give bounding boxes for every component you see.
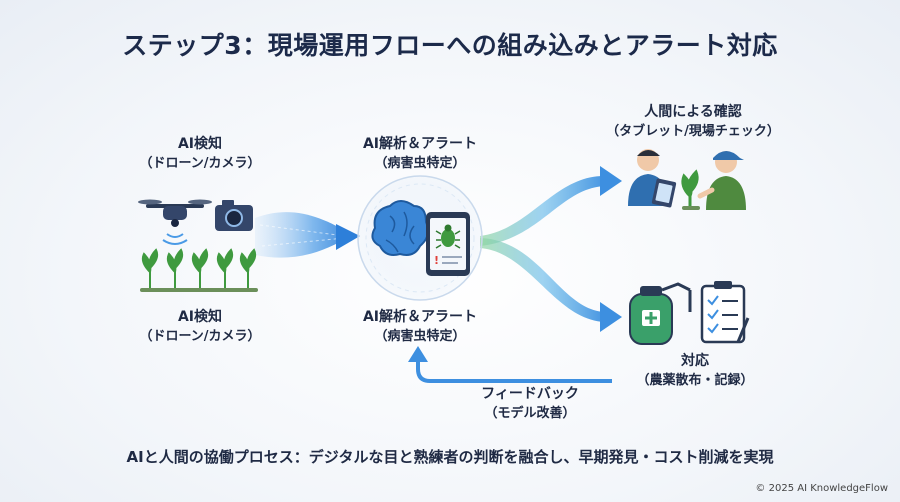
label-detection-top-sub: （ドローン/カメラ） xyxy=(139,156,261,171)
sprayer-icon xyxy=(629,282,692,345)
brain-icon xyxy=(371,200,429,256)
label-detection-bottom: AI検知 （ドローン/カメラ） xyxy=(130,308,270,346)
footer-summary: AIと人間の協働プロセス：デジタルな目と熟練者の判断を融合し、早期発見・コスト削… xyxy=(126,448,774,466)
label-human-check-title: 人間による確認 xyxy=(644,104,742,120)
camera-icon xyxy=(215,200,253,231)
label-feedback-title: フィードバック xyxy=(481,386,579,402)
svg-text:!: ! xyxy=(434,254,439,267)
label-analysis-bottom-title: AI解析＆アラート xyxy=(362,309,478,325)
page-title: ステップ3：現場運用フローへの組み込みとアラート対応 xyxy=(122,31,778,60)
farmer-with-plant-icon xyxy=(681,151,746,210)
label-analysis-top-title: AI解析＆アラート xyxy=(362,136,478,152)
stream-left xyxy=(255,212,360,258)
label-response-title: 対応 xyxy=(681,353,709,369)
inspector-with-tablet-icon xyxy=(628,149,677,208)
label-analysis-top-sub: （病害虫特定） xyxy=(374,156,466,171)
clipboard-icon xyxy=(700,281,750,344)
label-response: 対応 （農薬散布・記録） xyxy=(610,352,780,390)
feedback-arrow xyxy=(408,346,612,383)
label-feedback: フィードバック （モデル改善） xyxy=(455,385,605,423)
crop-plants-icon xyxy=(140,248,258,292)
stream-right xyxy=(480,166,622,332)
label-analysis-top: AI解析＆アラート （病害虫特定） xyxy=(340,135,500,173)
label-human-check: 人間による確認 （タブレット/現場チェック） xyxy=(598,103,788,141)
label-human-check-sub: （タブレット/現場チェック） xyxy=(606,124,780,139)
bug-icon xyxy=(435,224,461,249)
label-analysis-bottom: AI解析＆アラート （病害虫特定） xyxy=(340,308,500,346)
label-analysis-bottom-sub: （病害虫特定） xyxy=(374,329,466,344)
label-detection-bottom-title: AI検知 xyxy=(177,309,223,325)
label-feedback-sub: （モデル改善） xyxy=(484,406,576,421)
label-detection-bottom-sub: （ドローン/カメラ） xyxy=(139,329,261,344)
copyright-notice: © 2025 AI KnowledgeFlow xyxy=(755,483,888,494)
label-response-sub: （農薬散布・記録） xyxy=(636,373,754,388)
drone-icon xyxy=(138,199,212,245)
label-detection-top: AI検知 （ドローン/カメラ） xyxy=(130,135,270,173)
label-detection-top-title: AI検知 xyxy=(177,136,223,152)
